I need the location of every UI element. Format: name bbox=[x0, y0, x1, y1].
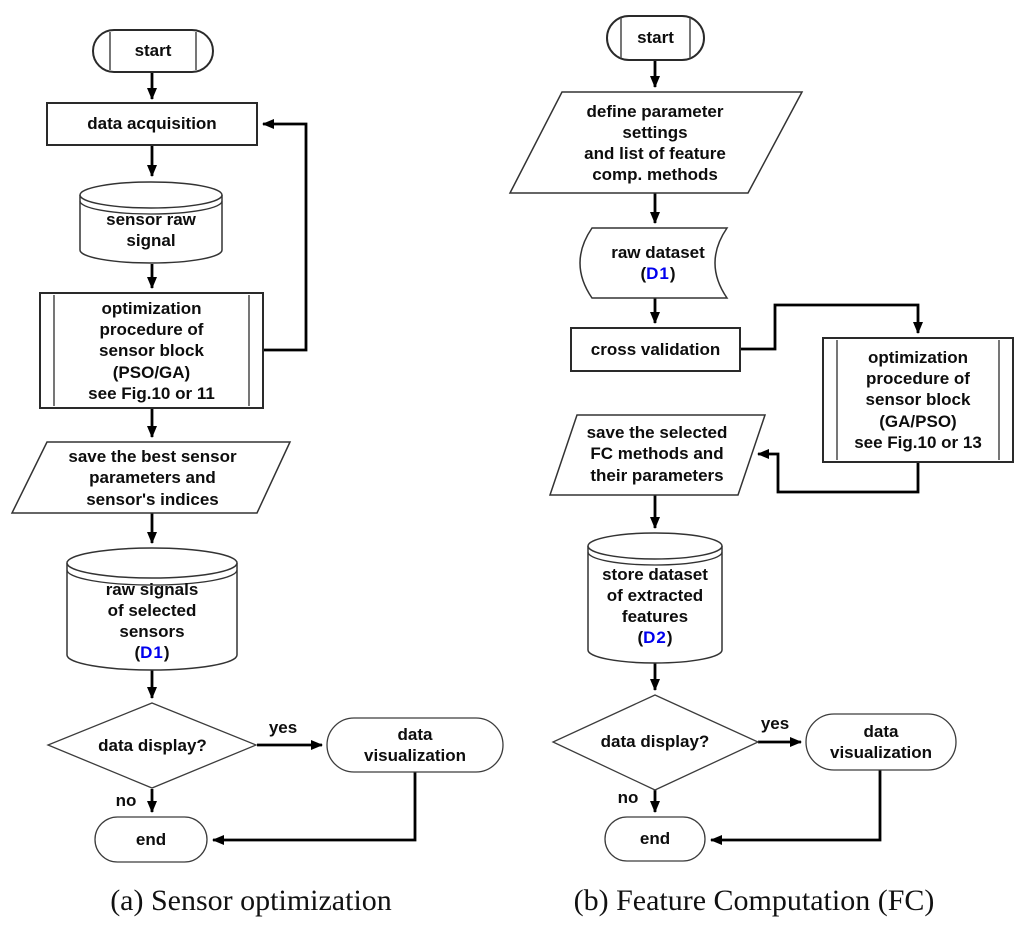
label-b-save-fc-methods: save the selected FC methods and their p… bbox=[586, 423, 728, 485]
io-b-define-parameters bbox=[508, 91, 804, 194]
caption-b: (b) Feature Computation (FC) bbox=[573, 884, 935, 917]
predefined-b-optimization bbox=[822, 337, 1014, 463]
stored-data-b-raw-dataset bbox=[579, 227, 729, 299]
label-a-d1-close: ) bbox=[163, 643, 170, 663]
label-b-end: end bbox=[639, 829, 671, 849]
terminator-a-end bbox=[94, 816, 208, 863]
cylinder-a-raw-signals-top bbox=[66, 547, 238, 579]
label-a-data-acquisition: data acquisition bbox=[87, 114, 217, 134]
process-b-cross-validation bbox=[570, 327, 741, 372]
cylinder-b-store-dataset-top bbox=[587, 532, 723, 560]
label-a-dataset-ref: (D1) bbox=[134, 642, 169, 663]
predefined-b-optimization-inner-bars bbox=[836, 340, 1000, 460]
label-b-d1-id: D1 bbox=[646, 264, 670, 283]
label-b-d1-close: ) bbox=[669, 264, 676, 283]
label-a-end: end bbox=[135, 829, 167, 849]
terminator-b-end bbox=[604, 816, 706, 862]
label-a-start: start bbox=[134, 41, 172, 61]
process-a-data-acquisition bbox=[46, 102, 258, 146]
cylinder-a-sensor-raw-signal-top bbox=[79, 181, 223, 209]
label-b-data-visualization: data visualization bbox=[829, 721, 933, 762]
cylinder-a-sensor-raw-signal-lid bbox=[79, 200, 223, 215]
label-b-raw-dataset-text: raw dataset bbox=[611, 242, 705, 262]
label-b-decision: data display? bbox=[600, 732, 710, 752]
label-b-no: no bbox=[617, 788, 639, 807]
label-a-optimization: optimization procedure of sensor block (… bbox=[88, 299, 215, 403]
arrow-a-visualization-to-end bbox=[212, 772, 417, 845]
io-b-save-fc-methods bbox=[548, 414, 767, 496]
label-b-store-dataset-text: store dataset of extracted features bbox=[602, 564, 708, 626]
arrow-b-crossval-to-optimization bbox=[740, 303, 923, 351]
cylinder-b-store-dataset-body bbox=[587, 546, 723, 664]
label-b-store-dataset: store dataset of extracted features (D2) bbox=[588, 558, 722, 654]
label-a-sensor-raw-signal: sensor raw signal bbox=[106, 209, 196, 250]
terminator-a-data-visualization bbox=[326, 717, 504, 773]
label-a-save-parameters: save the best sensor parameters and sens… bbox=[68, 447, 237, 509]
label-a-no: no bbox=[115, 791, 137, 810]
decision-b-data-display bbox=[551, 694, 760, 791]
label-b-dataset-ref-d1: (D1) bbox=[640, 263, 675, 284]
terminator-b-data-visualization bbox=[805, 713, 957, 771]
arrow-b-optimization-to-save bbox=[757, 449, 920, 494]
label-b-start: start bbox=[637, 28, 674, 48]
label-b-d2-open: ( bbox=[637, 628, 644, 648]
label-a-d1-open: ( bbox=[134, 643, 141, 663]
label-b-d2-id: D2 bbox=[643, 628, 667, 648]
cylinder-a-raw-signals-lid bbox=[66, 569, 238, 586]
terminator-b-start-inner-bars bbox=[620, 18, 691, 58]
label-b-define-parameters: define parameter settings and list of fe… bbox=[584, 101, 726, 185]
label-a-data-visualization: data visualization bbox=[363, 724, 467, 765]
terminator-a-start-inner-bars bbox=[109, 32, 197, 70]
label-b-cross-validation: cross validation bbox=[590, 339, 721, 359]
label-b-d1-open: ( bbox=[640, 264, 647, 283]
arrow-a-optimization-loop-to-acquisition bbox=[262, 119, 308, 352]
label-b-optimization: optimization procedure of sensor block (… bbox=[854, 348, 982, 452]
label-a-raw-signals-text: raw signals of selected sensors bbox=[105, 579, 199, 641]
label-b-yes: yes bbox=[760, 714, 790, 733]
terminator-b-start bbox=[606, 15, 705, 61]
predefined-a-optimization bbox=[39, 292, 264, 409]
label-b-raw-dataset: raw dataset (D1) bbox=[596, 232, 720, 294]
label-a-decision: data display? bbox=[98, 735, 207, 755]
label-a-raw-signals: raw signals of selected sensors (D1) bbox=[67, 576, 237, 666]
cylinder-b-store-dataset-lid bbox=[587, 551, 723, 566]
terminator-a-start bbox=[92, 29, 214, 73]
label-a-yes: yes bbox=[268, 718, 298, 737]
predefined-a-optimization-inner-bars bbox=[53, 295, 250, 406]
label-a-d1-id: D1 bbox=[140, 643, 164, 663]
label-b-d2-close: ) bbox=[666, 628, 673, 648]
caption-a: (a) Sensor optimization bbox=[110, 884, 392, 917]
arrow-b-visualization-to-end bbox=[710, 770, 882, 845]
decision-a-data-display bbox=[46, 702, 258, 789]
cylinder-a-raw-signals-body bbox=[66, 563, 238, 671]
label-b-dataset-ref-d2: (D2) bbox=[637, 627, 672, 648]
io-a-save-parameters bbox=[10, 441, 292, 514]
